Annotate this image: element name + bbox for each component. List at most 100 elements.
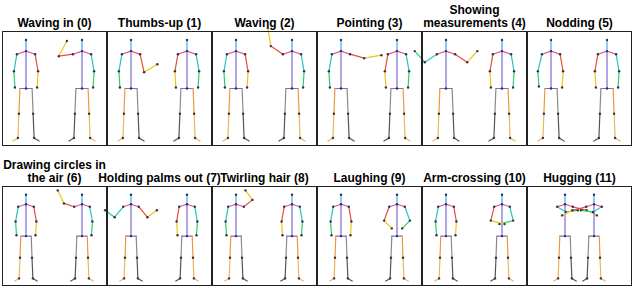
skeleton-bone (467, 51, 477, 62)
skeleton-bone (335, 88, 347, 89)
skeleton-joint (193, 113, 195, 115)
skeleton-bone (186, 195, 187, 205)
skeleton-bone (455, 54, 467, 62)
skeleton-joint (244, 189, 246, 191)
skeleton-joint (401, 227, 403, 229)
skeleton-bone (33, 114, 34, 138)
skeleton-joint (445, 39, 447, 41)
skeleton-bone (91, 222, 93, 236)
skeleton-bone (26, 51, 35, 54)
skeleton-joint (299, 206, 301, 208)
skeleton-joint (130, 194, 132, 196)
skeleton-bone (593, 207, 602, 212)
skeleton-bone (82, 204, 90, 207)
skeleton-bone (182, 236, 192, 237)
skeleton-joint (564, 203, 566, 205)
skeleton-joint (445, 235, 447, 237)
skeleton-joint (347, 113, 349, 115)
skeleton-bone (494, 114, 495, 138)
skeleton-joint (186, 194, 188, 196)
skeleton-bone (123, 114, 124, 138)
skeleton-bone (445, 195, 446, 205)
skeleton-bone (340, 195, 341, 205)
skeleton-joint (332, 206, 334, 208)
skeleton-joint (228, 113, 230, 115)
skeleton-joint (186, 39, 188, 41)
skeleton-bone (438, 204, 446, 207)
skeleton-joint (104, 209, 106, 211)
skeleton-joint (122, 137, 124, 139)
skeleton-joint (92, 86, 94, 88)
skeleton-bone (396, 51, 397, 88)
skeleton-bone (81, 195, 82, 205)
skeleton-bone (402, 236, 404, 258)
skeleton-joint (32, 277, 34, 279)
skeleton-joint (407, 86, 409, 88)
skeleton-bone (18, 114, 19, 138)
skeleton-bone (599, 236, 601, 258)
skeleton-joint (243, 206, 245, 208)
skeleton-joint (302, 86, 304, 88)
skeleton-bone (130, 195, 131, 205)
skeleton-joint (130, 50, 132, 52)
skeleton-bone (196, 222, 198, 236)
skeleton-joint (136, 257, 138, 259)
skeleton-joint (617, 86, 619, 88)
skeleton-bone (136, 236, 138, 258)
skeleton-joint (350, 220, 352, 222)
skeleton-bone (346, 258, 348, 279)
skeleton-joint (404, 206, 406, 208)
skeleton-bone (564, 195, 565, 205)
skeleton-bone (115, 207, 124, 217)
skeleton-joint (137, 277, 139, 279)
skeleton-joint (452, 113, 454, 115)
skeleton-joint (383, 219, 385, 221)
skeleton-bone (589, 236, 599, 237)
skeleton-joint (16, 53, 18, 55)
skeleton-bone (291, 40, 292, 51)
skeleton-bone (20, 88, 32, 89)
skeleton-joint (226, 53, 228, 55)
skeleton-joint (541, 53, 543, 55)
skeleton-joint (593, 235, 595, 237)
skeleton-joint (385, 86, 387, 88)
skeleton-bone (560, 54, 563, 71)
skeleton-bone (496, 88, 508, 89)
skeleton-joint (438, 113, 440, 115)
skeleton-joint (438, 277, 440, 279)
skeleton-joint (224, 86, 226, 88)
skeleton-bone (26, 204, 34, 207)
skeleton-joint (81, 203, 83, 205)
skeleton-joint (224, 220, 226, 222)
skeleton-bone (130, 40, 131, 51)
skeleton-bone (31, 258, 33, 279)
skeleton-joint (123, 113, 125, 115)
skeleton-joint (580, 209, 582, 211)
skeleton-joint (81, 50, 83, 52)
skeleton-joint (404, 137, 406, 139)
skeleton-joint (227, 137, 229, 139)
skeleton-bone (397, 51, 406, 54)
skeleton-joint (437, 137, 439, 139)
skeleton-bone (333, 114, 334, 138)
skeleton-bone (193, 89, 194, 114)
skeleton-bone (231, 236, 241, 237)
skeleton-joint (439, 257, 441, 259)
skeleton-joint (466, 61, 468, 63)
skeleton-bone (25, 40, 26, 51)
skeleton-joint (512, 86, 514, 88)
skeleton-joint (90, 234, 92, 236)
skeleton-joint (490, 219, 492, 221)
skeleton-joint (32, 113, 34, 115)
skeleton-joint (550, 39, 552, 41)
skeleton-bone (198, 71, 199, 87)
skeleton-joint (300, 234, 302, 236)
skeleton-bone (544, 89, 545, 114)
skeleton-joint (194, 206, 196, 208)
skeleton-bone (64, 203, 74, 206)
skeleton-joint (452, 277, 454, 279)
skeleton-joint (340, 235, 342, 237)
skeleton-bone (334, 258, 336, 279)
panel-title: Thumbs-up (1) (98, 17, 221, 30)
